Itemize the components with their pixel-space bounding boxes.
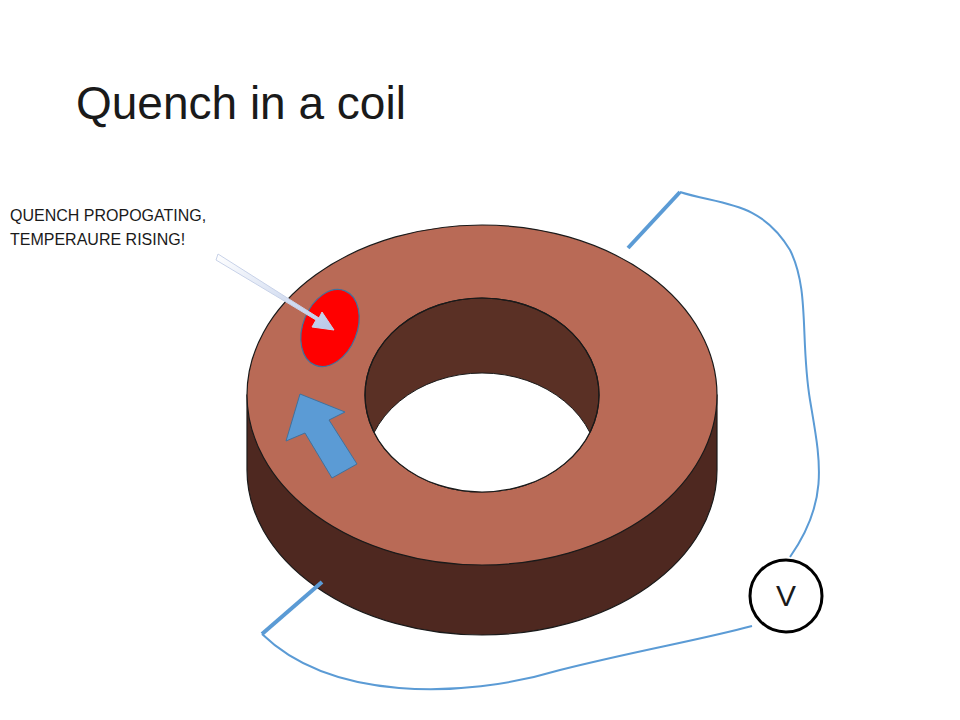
wire	[262, 582, 322, 634]
circle-shape	[750, 560, 822, 632]
wire	[262, 626, 752, 689]
leader-arrow	[216, 254, 334, 330]
coil-hole-opening	[365, 373, 599, 567]
wire	[680, 192, 819, 557]
voltmeter-circle: V	[748, 558, 824, 634]
coil-hole-rim	[365, 298, 599, 492]
node-text-holder: V	[748, 558, 824, 634]
wire	[628, 192, 680, 248]
propagation-arrow	[286, 394, 357, 478]
meter-symbol: V	[776, 579, 796, 613]
callout-text: QUENCH PROPOGATING, TEMPERAURE RISING!	[10, 204, 240, 252]
slide-title: Quench in a coil	[76, 76, 406, 130]
